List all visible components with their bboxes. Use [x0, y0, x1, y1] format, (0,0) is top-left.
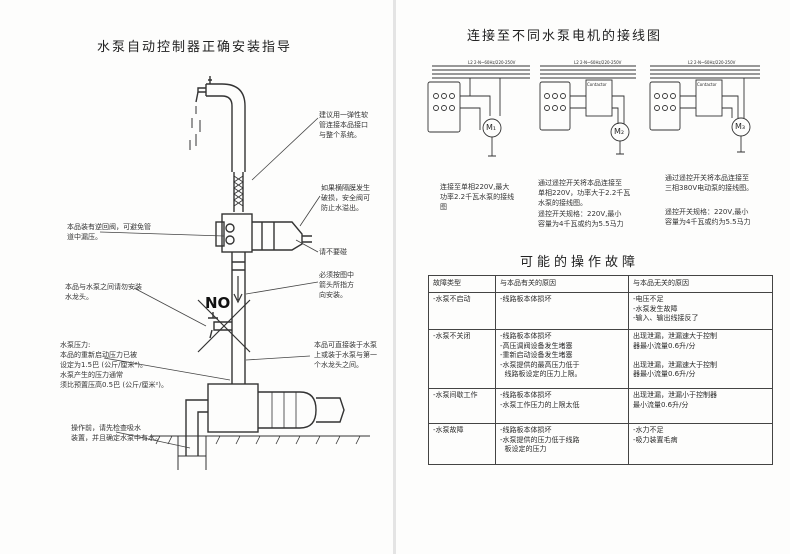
contactor-label-2: Contactor: [587, 82, 607, 87]
table-row: -水泵间歇工作 -线路板本体损坏 -水泵工作压力的上限太低 出现泄漏，泄漏小于控…: [428, 388, 773, 424]
page-title: 水泵自动控制器正确安装指导: [97, 40, 293, 55]
installation-illustration: [99, 76, 370, 470]
wiring-title: 连接至不同水泵电机的接线图: [467, 29, 663, 44]
note-pump-pressure: 水泵压力: 本品的重新启动压力已被 设定为1.5巴 (公斤/厘米²)。 水泵产生…: [60, 341, 168, 389]
caption-diagram-2-spec: 遥控开关规格：220V,最小 容量为4千瓦或约为5.5马力: [538, 210, 624, 228]
table-row: -水泵不关闭 -线路板本体损坏 -高压调阀设备发生堵塞 -重新启动设备发生堵塞 …: [428, 329, 773, 389]
caption-diagram-2: 通过遥控开关将本品连接至 单相220V，功率大于2.2千瓦 水泵的接线图。: [538, 179, 631, 207]
table-header-row: 故障类型 与本品有关的原因 与本品无关的原因: [428, 275, 773, 293]
note-do-not-touch: 请不要碰: [319, 248, 347, 256]
fault-type: -水泵间歇工作: [428, 388, 496, 424]
page-fold: [393, 0, 396, 554]
header-fault-type: 故障类型: [428, 275, 496, 293]
faults-title: 可能的操作故障: [520, 255, 640, 270]
caption-diagram-1: 连接至单相220V,最大 功率2.2千瓦水泵的接线 图: [440, 183, 515, 211]
caption-diagram-3-spec: 遥控开关规格：220V,最小 容量为4千瓦或约为5.5马力: [665, 208, 751, 226]
diagram-3-supply: L2 2-N~60Hz/220-250V: [688, 60, 736, 65]
note-hose: 建议用一弹性软 管连接本品接口 与整个系统。: [319, 111, 368, 139]
note-mounting: 本品可直接装于水泵 上或装于水泵与第一 个水龙头之间。: [314, 341, 377, 369]
motor-2-label: M₂: [614, 127, 625, 136]
table-row: -水泵不启动 -线路板本体损坏 -电压不足 -水泵发生故障 -输入、输出线接反了: [428, 292, 773, 330]
header-product-cause: 与本品有关的原因: [495, 275, 629, 293]
faults-table: 故障类型 与本品有关的原因 与本品无关的原因 -水泵不启动 -线路板本体损坏 -…: [428, 275, 773, 465]
header-other-cause: 与本品无关的原因: [628, 275, 773, 293]
note-before-operation: 操作前，请先检查吸水 装置，并且确定水泵中有水。: [71, 424, 162, 442]
no-label: NO: [205, 294, 231, 312]
diagram-1-supply: L2 2-N~60Hz/220-250V: [468, 60, 516, 65]
caption-diagram-3: 通过遥控开关将本品连接至 三相380V电动泵的接线图。: [665, 174, 754, 192]
other-cause: 出现泄漏，泄漏小于控制器 最小流量0.6升/分: [628, 388, 773, 424]
product-cause: -线路板本体损坏 -水泵提供的压力低于线路 板设定的压力: [495, 423, 629, 465]
note-safety-valve: 如果横隔膜发生 破损，安全阀可 防止水溢出。: [321, 184, 370, 212]
table-row: -水泵故障 -线路板本体损坏 -水泵提供的压力低于线路 板设定的压力 -水力不足…: [428, 423, 773, 465]
other-cause: -水力不足 -吸力装置毛病: [628, 423, 773, 465]
other-cause: 出现泄漏，泄漏速大于控制 器最小流量0.6升/分 出现泄漏，泄漏速大于控制 器最…: [628, 329, 773, 389]
other-cause: -电压不足 -水泵发生故障 -输入、输出线接反了: [628, 292, 773, 330]
fault-type: -水泵故障: [428, 423, 496, 465]
contactor-label-3: Contactor: [697, 82, 717, 87]
product-cause: -线路板本体损坏: [495, 292, 629, 330]
product-cause: -线路板本体损坏 -高压调阀设备发生堵塞 -重新启动设备发生堵塞 -水泵提供的最…: [495, 329, 629, 389]
note-arrow-direction: 必须按图中 箭头所指方 向安装。: [319, 271, 354, 299]
motor-1-label: M₁: [486, 123, 497, 132]
motor-3-label: M₃: [735, 122, 746, 131]
fault-type: -水泵不关闭: [428, 329, 496, 389]
product-cause: -线路板本体损坏 -水泵工作压力的上限太低: [495, 388, 629, 424]
diagram-2-supply: L2 2-N~60Hz/220-250V: [574, 60, 622, 65]
note-check-valve: 本品装有逆回阀，可避免管 道中漏压。: [67, 223, 151, 241]
fault-type: -水泵不启动: [428, 292, 496, 330]
note-no-faucet: 本品与水泵之间请勿安装 水龙头。: [65, 283, 142, 301]
